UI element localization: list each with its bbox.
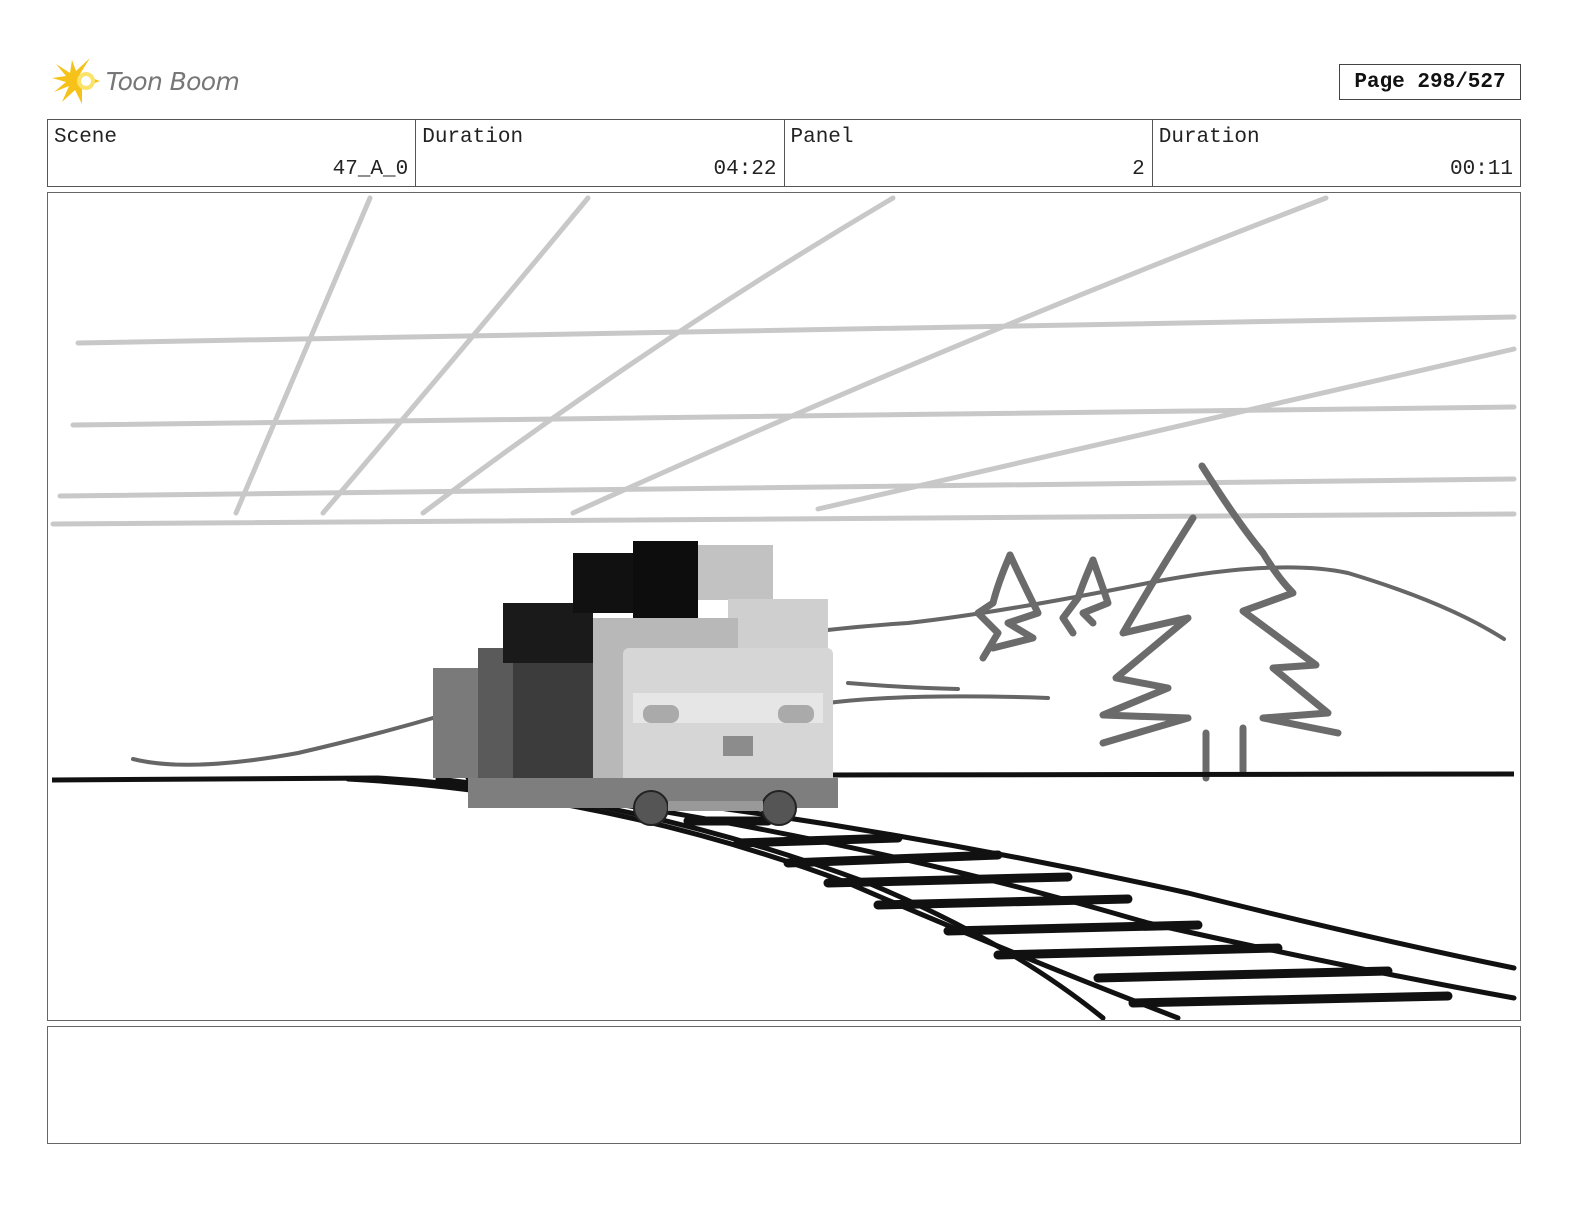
brand-name: Toon Boom: [106, 66, 240, 96]
scene-value: 47_A_0: [332, 158, 409, 181]
scene-label: Scene: [54, 126, 118, 149]
panel-duration-label: Duration: [1158, 126, 1260, 149]
panel-notes-box[interactable]: [47, 1026, 1521, 1144]
panel-drawing: [50, 195, 1517, 1020]
panel-notes-text: [48, 1027, 1520, 1043]
scene-duration-cell: Duration 04:22: [416, 120, 785, 186]
page-indicator: Page 298/527: [1339, 64, 1521, 100]
railroad-track: [345, 775, 1517, 1020]
scene-duration-value: 04:22: [713, 158, 777, 181]
panel-cell: Panel 2: [785, 120, 1153, 186]
perspective-grid: [50, 195, 1517, 527]
scene-info-header: Scene 47_A_0 Duration 04:22 Panel 2 Dura…: [47, 119, 1521, 187]
pine-trees: [974, 462, 1342, 782]
panel-duration-cell: Duration 00:11: [1153, 120, 1520, 186]
hills: [131, 565, 1506, 767]
panel-duration-value: 00:11: [1449, 158, 1513, 181]
panel-value: 2: [1132, 158, 1145, 181]
horizon-line: [51, 771, 1515, 783]
scene-duration-label: Duration: [422, 126, 524, 149]
toon-boom-logo: Toon Boom: [50, 56, 240, 106]
train: [433, 541, 838, 826]
panel-label: Panel: [790, 126, 854, 149]
starburst-comet-icon: [52, 58, 100, 104]
scene-cell: Scene 47_A_0: [48, 120, 417, 186]
storyboard-panel-image: [47, 192, 1521, 1021]
